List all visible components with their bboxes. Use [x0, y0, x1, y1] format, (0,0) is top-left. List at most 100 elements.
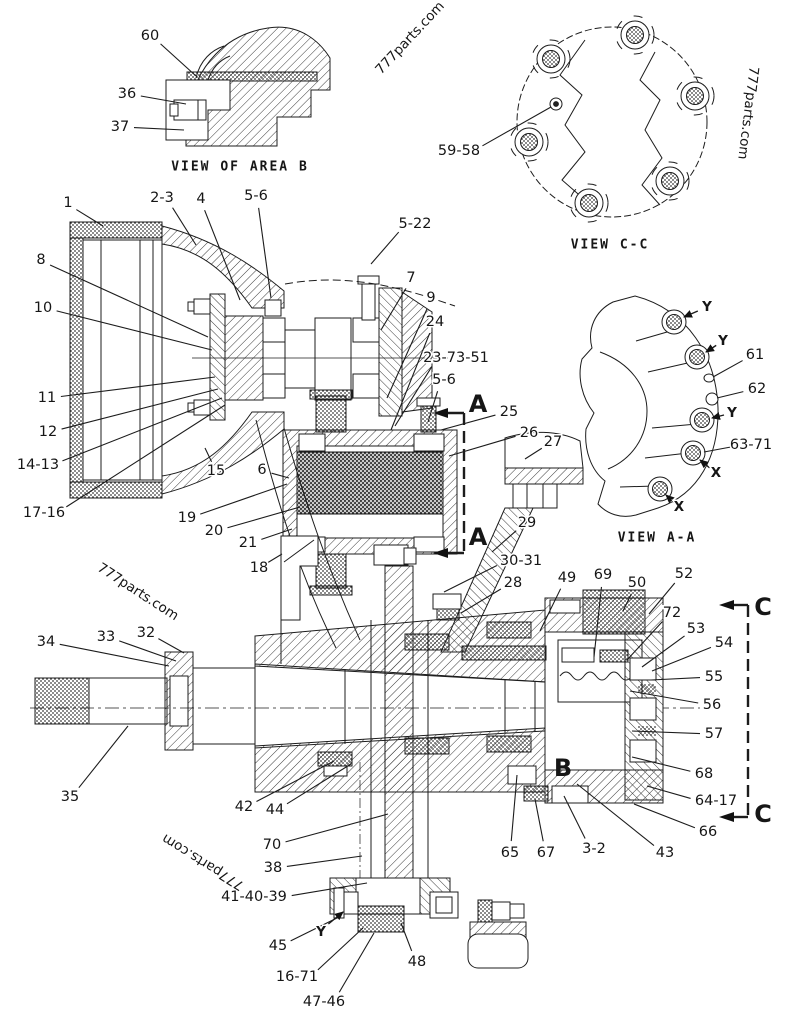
watermark-text-0: 777parts.com [372, 0, 448, 78]
callout-label-2-3: 2-3 [150, 190, 174, 206]
housing-leg [330, 566, 528, 968]
callout-leader-16-71 [318, 928, 363, 970]
callout-leader-35 [79, 726, 128, 788]
callout-leader-11 [61, 377, 215, 397]
callout-label-30-31: 30-31 [500, 553, 542, 569]
callout-leader-38 [287, 856, 362, 866]
section-letter-b: B [554, 754, 572, 782]
callout-leader-19 [200, 484, 287, 514]
callout-leader-70 [286, 814, 388, 842]
callout-leader-10 [57, 311, 212, 350]
callout-leader-5-6 [428, 391, 438, 422]
callout-label-72: 72 [663, 605, 681, 621]
callout-label-23-73-51: 23-73-51 [423, 350, 489, 366]
callout-label-36: 36 [118, 86, 136, 102]
callout-leader-47-46 [339, 933, 374, 992]
bell-housing-lower [162, 412, 284, 494]
section-letter-a: A [469, 390, 488, 418]
callout-leader-44 [287, 764, 351, 804]
callout-label-57: 57 [705, 726, 723, 742]
callout-leader-7 [381, 288, 406, 330]
callout-leader-4 [205, 210, 240, 300]
callout-label-y: Y [701, 299, 712, 315]
section-letter-c: C [754, 800, 772, 828]
callout-label-6: 6 [257, 462, 266, 478]
callout-leader-53 [642, 636, 685, 667]
callout-label-27: 27 [544, 434, 562, 450]
callout-leader-9 [387, 309, 427, 398]
callout-label-5-22: 5-22 [399, 216, 432, 232]
callout-leader-42 [256, 761, 334, 802]
section-letter-a: A [469, 523, 488, 551]
callout-leader-69 [594, 587, 601, 657]
callout-label-29: 29 [518, 515, 536, 531]
callout-label-65: 65 [501, 845, 519, 861]
planet-gear-group [283, 390, 457, 595]
callout-label-62: 62 [748, 381, 766, 397]
callout-label-32: 32 [137, 625, 155, 641]
callout-leader-68 [632, 757, 690, 771]
callout-leader-50 [623, 594, 631, 611]
callout-label-21: 21 [239, 535, 257, 551]
callout-label-52: 52 [675, 566, 693, 582]
dowel-48 [430, 892, 458, 918]
callout-leader-6 [272, 473, 289, 478]
watermark-text-1: 777parts.com [734, 66, 761, 161]
callout-label-60: 60 [141, 28, 159, 44]
callout-leader-55 [651, 678, 700, 680]
callout-label-68: 68 [695, 766, 713, 782]
callout-label-14-13: 14-13 [17, 457, 59, 473]
callout-leader-x [699, 459, 710, 468]
callout-label-53: 53 [687, 621, 705, 637]
callout-label-y: Y [315, 924, 326, 940]
callout-leader-61 [713, 361, 743, 377]
view-area-b-drawing [166, 27, 330, 146]
watermark-text-3: 777parts.com [159, 830, 247, 893]
callout-leader-x [665, 494, 675, 504]
callout-leader-63-71 [704, 447, 732, 452]
callout-label-47-46: 47-46 [303, 994, 345, 1010]
callout-label-19: 19 [178, 510, 196, 526]
carrier-bore-arc [600, 352, 647, 469]
callout-label-1: 1 [63, 195, 72, 211]
callout-leader-23-73-51 [395, 367, 432, 426]
callout-leader-65 [511, 775, 517, 841]
callout-leader-12 [62, 389, 218, 429]
section-line-c [719, 600, 748, 822]
callout-label-44: 44 [266, 802, 284, 818]
cover-cap-group [441, 432, 583, 652]
callout-label-48: 48 [408, 954, 426, 970]
callout-label-y: Y [726, 405, 737, 421]
callout-label-4: 4 [196, 191, 205, 207]
callout-label-35: 35 [61, 789, 79, 805]
callout-leader-62 [717, 392, 743, 398]
callout-leader-15 [205, 448, 212, 462]
callout-label-59-58: 59-58 [438, 143, 480, 159]
callout-label-5-6: 5-6 [244, 188, 268, 204]
carrier-sector-outline [580, 296, 718, 516]
area-b-housing-section [186, 27, 330, 146]
view-title-view-of-area-b: VIEW OF AREA B [171, 160, 309, 175]
callout-leader-5-6 [259, 208, 271, 298]
cover-outline [517, 27, 707, 217]
callout-label-18: 18 [250, 560, 268, 576]
callout-leader-y [683, 310, 698, 317]
callout-label-34: 34 [37, 634, 55, 650]
callout-leader-17-16 [66, 405, 225, 507]
watermark-text-2: 777parts.com [94, 560, 181, 624]
callout-leader-y [328, 911, 344, 924]
cover-inner-contour-right [640, 52, 662, 205]
callout-leader-1 [76, 210, 103, 226]
callout-label-56: 56 [703, 697, 721, 713]
callout-label-67: 67 [537, 845, 555, 861]
callout-label-50: 50 [628, 575, 646, 591]
callout-leader-27 [525, 448, 542, 459]
callout-label-64-17: 64-17 [695, 793, 737, 809]
callout-leader-37 [134, 128, 184, 130]
callout-leader-y [705, 344, 716, 352]
cover-bolts [510, 16, 714, 222]
callout-label-54: 54 [715, 635, 733, 651]
callout-leader-21 [261, 529, 292, 539]
callout-leader-28 [461, 589, 501, 613]
callout-leader-29 [492, 531, 516, 552]
